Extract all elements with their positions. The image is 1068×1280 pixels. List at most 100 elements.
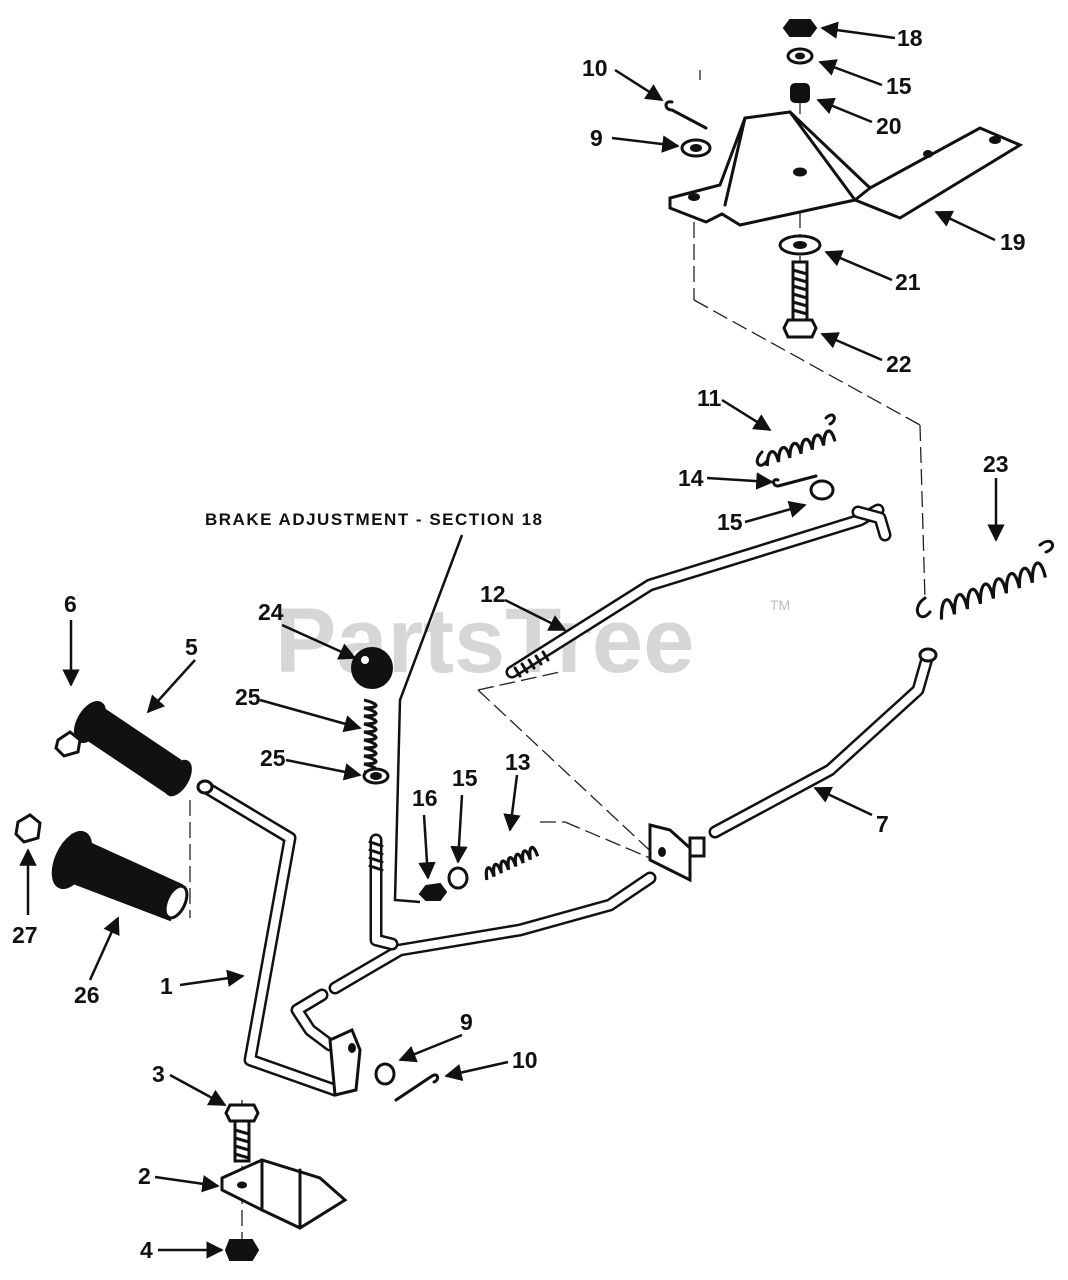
spring-coil	[363, 698, 378, 774]
callout-27: 27	[12, 922, 38, 948]
nut-16	[418, 882, 448, 901]
spring-hooks	[915, 539, 1054, 619]
leader-14	[706, 472, 774, 490]
callout-18: 20	[876, 113, 902, 139]
rod-fill	[854, 508, 889, 539]
leader-21	[820, 21, 896, 40]
callout-10: 10	[582, 55, 608, 81]
spring-13	[484, 845, 540, 881]
callout-13: 13	[505, 749, 531, 775]
callout-16: 16	[412, 785, 438, 811]
callout-3: 3	[152, 1061, 165, 1087]
nut-4	[224, 1239, 260, 1261]
rod-7	[708, 647, 938, 839]
leader-7	[813, 786, 873, 817]
rod-fill	[201, 783, 339, 1094]
alignment-line	[919, 424, 926, 601]
callout-21: 18	[897, 25, 923, 51]
bolt-20-head	[782, 318, 818, 339]
bracket-hole	[923, 150, 933, 158]
bracket-fold	[723, 110, 872, 207]
washer-hole	[793, 241, 807, 249]
cotter-pin-10-lever	[394, 1073, 440, 1102]
callout-6: 6	[64, 591, 77, 617]
spring-22	[915, 539, 1054, 620]
leader-13	[503, 774, 521, 832]
pad-end	[164, 759, 192, 797]
alignment-line	[477, 671, 561, 691]
clamp-hole	[237, 1181, 247, 1189]
knob-highlight	[361, 656, 369, 664]
leader-17	[934, 210, 996, 242]
washer-hole	[370, 772, 382, 780]
callout-4: 4	[140, 1237, 153, 1263]
spring-coil	[484, 845, 540, 881]
callout-1: 1	[160, 973, 173, 999]
rod-end	[918, 647, 938, 663]
washer-hole	[690, 144, 702, 152]
note-leader	[393, 534, 464, 904]
clevis	[648, 823, 692, 883]
callout-20: 22	[886, 351, 912, 377]
rod-thread	[513, 650, 550, 678]
washer-9-lever	[374, 1062, 396, 1086]
clamp-fold	[260, 1158, 302, 1230]
mounting-bracket	[668, 110, 1024, 227]
callout-17: 19	[1000, 229, 1026, 255]
leader-24	[259, 698, 362, 733]
rod-fill	[293, 991, 334, 1049]
leader-15-rod	[744, 500, 807, 524]
leader-10	[614, 68, 664, 102]
callout-11: 11	[697, 385, 722, 411]
brake-adjustment-note: BRAKE ADJUSTMENT - SECTION 18	[205, 510, 544, 529]
bracket-hole	[688, 193, 700, 201]
leader-23	[281, 623, 357, 660]
lever-end	[196, 779, 214, 795]
lever-bracket	[328, 1027, 362, 1097]
callout-15-mid: 15	[452, 765, 478, 791]
knob-23	[351, 647, 393, 689]
washer-15-rod	[809, 479, 835, 501]
callout-14: 14	[678, 465, 704, 491]
alignment-line	[477, 689, 661, 861]
brake-rod	[328, 833, 657, 995]
bottom-hardware	[220, 1103, 348, 1261]
leader-5	[146, 659, 196, 714]
bracket-body	[668, 110, 1024, 227]
clevis-block	[648, 823, 706, 883]
bracket-hole	[793, 167, 807, 177]
rod-fill	[331, 874, 654, 992]
washer-15-mid	[447, 866, 469, 890]
callout-15: 15	[886, 73, 912, 99]
nut-21	[782, 19, 818, 37]
callout-24: 25	[235, 684, 261, 710]
clevis-tab	[688, 836, 706, 858]
pedal-pad-5	[73, 701, 192, 797]
pedal-pad-26	[51, 830, 189, 922]
clevis-hole	[658, 847, 666, 857]
callout-2: 2	[138, 1163, 151, 1189]
rod-outline	[708, 648, 935, 839]
leader-2	[154, 1175, 220, 1193]
leader-19	[824, 250, 893, 282]
spring-24	[363, 698, 378, 774]
alignment-line	[564, 821, 651, 859]
leader-16	[418, 814, 436, 880]
leader-18	[816, 97, 873, 124]
callout-19: 21	[895, 269, 921, 295]
watermark: PartsTree TM	[275, 590, 790, 692]
rod-12	[505, 503, 892, 679]
callout-15-rod: 15	[717, 509, 743, 535]
leader-10-lever	[444, 1060, 509, 1082]
callout-labels: 18 15 20 10 9 19 21 22 11 14 15 23 12 24…	[12, 25, 1026, 1263]
callout-7: 7	[876, 811, 889, 837]
rod-thread	[368, 840, 384, 872]
leader-1	[179, 969, 245, 987]
bolt-thread	[791, 268, 809, 316]
washer-hole	[795, 52, 805, 60]
spring-coil	[765, 429, 837, 467]
leader-20	[820, 332, 883, 362]
bracket-hole	[989, 136, 1001, 144]
cotter-pin-14	[772, 474, 818, 488]
